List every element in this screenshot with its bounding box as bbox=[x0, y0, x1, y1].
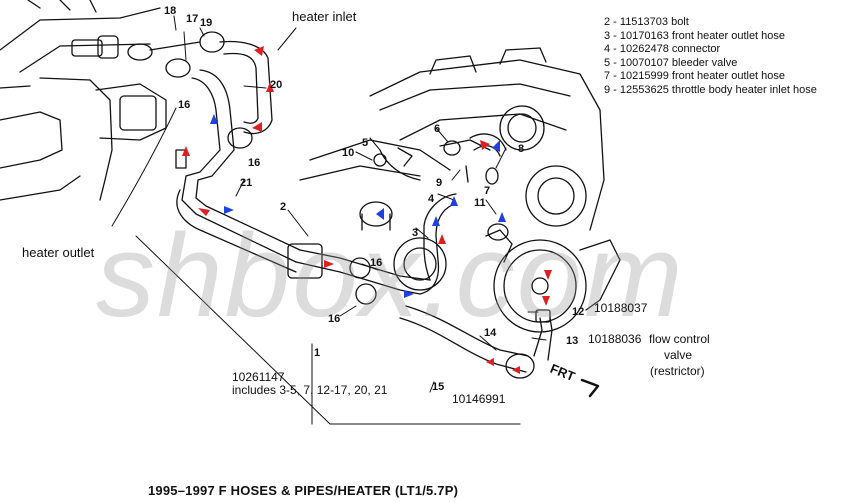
includes-note: includes 3-5, 7, 12-17, 20, 21 bbox=[232, 383, 388, 397]
flow-control-label-2: valve bbox=[664, 348, 693, 362]
callout: 16 bbox=[248, 157, 261, 169]
part-number-10188037: 10188037 bbox=[594, 301, 648, 315]
part-number-10188036: 10188036 bbox=[588, 332, 642, 346]
leader-lines bbox=[111, 15, 547, 425]
legend-item: 5 - 10070107 bleeder valve bbox=[604, 56, 738, 69]
part-number-10261147: 10261147 bbox=[232, 370, 285, 384]
callout: 16 bbox=[178, 99, 191, 111]
callout: 15 bbox=[432, 381, 445, 393]
flow-control-label-3: (restrictor) bbox=[650, 364, 705, 378]
part-number-10146991: 10146991 bbox=[452, 392, 506, 406]
diagram-title: 1995–1997 F HOSES & PIPES/HEATER (LT1/5.… bbox=[148, 483, 459, 498]
engine-block bbox=[299, 47, 605, 231]
legend-item: 9 - 12553625 throttle body heater inlet … bbox=[604, 83, 817, 96]
hose-connector-top bbox=[71, 31, 225, 78]
legend-item: 4 - 10262478 connector bbox=[604, 43, 721, 56]
callout: 11 bbox=[474, 197, 486, 209]
lower-pipe bbox=[176, 189, 431, 305]
callout: 7 bbox=[484, 185, 491, 197]
callout: 10 bbox=[342, 147, 355, 159]
flow-arrows-red bbox=[182, 46, 552, 374]
parts-legend: 2 - 11513703 bolt 3 - 10170163 front hea… bbox=[604, 16, 817, 98]
flow-arrows-blue bbox=[210, 114, 506, 298]
callout: 8 bbox=[518, 143, 525, 155]
heater-inlet-label: heater inlet bbox=[292, 9, 357, 24]
callout: 14 bbox=[484, 327, 497, 339]
heater-outlet-label: heater outlet bbox=[22, 245, 95, 260]
callout: 12 bbox=[572, 306, 585, 318]
water-pump bbox=[393, 229, 621, 333]
legend-item: 3 - 10170163 front heater outlet hose bbox=[604, 29, 786, 42]
callout: 17 bbox=[186, 13, 199, 25]
bleeder-and-connectors bbox=[359, 133, 509, 241]
callout: 6 bbox=[434, 123, 441, 135]
callout: 1 bbox=[314, 347, 321, 359]
callout: 20 bbox=[270, 79, 283, 91]
heater-core-housing bbox=[0, 0, 167, 201]
callout: 3 bbox=[412, 227, 419, 239]
heater-outlet-pipe bbox=[175, 69, 301, 263]
callout: 18 bbox=[164, 5, 177, 17]
flow-control-label: flow control bbox=[649, 332, 710, 346]
front-arrow bbox=[580, 378, 600, 398]
callout: 19 bbox=[200, 17, 213, 29]
watermark: shbox.com bbox=[96, 210, 685, 342]
callout: 21 bbox=[240, 177, 253, 189]
callout: 16 bbox=[370, 257, 383, 269]
legend-item: 2 - 11513703 bolt bbox=[604, 16, 689, 28]
callout: 13 bbox=[566, 335, 579, 347]
callout: 9 bbox=[436, 177, 443, 189]
callout: 16 bbox=[328, 313, 341, 325]
callout: 5 bbox=[362, 137, 369, 149]
legend-item: 7 - 10215999 front heater outlet hose bbox=[604, 70, 786, 83]
callout: 2 bbox=[280, 201, 287, 213]
callout: 4 bbox=[428, 193, 435, 205]
